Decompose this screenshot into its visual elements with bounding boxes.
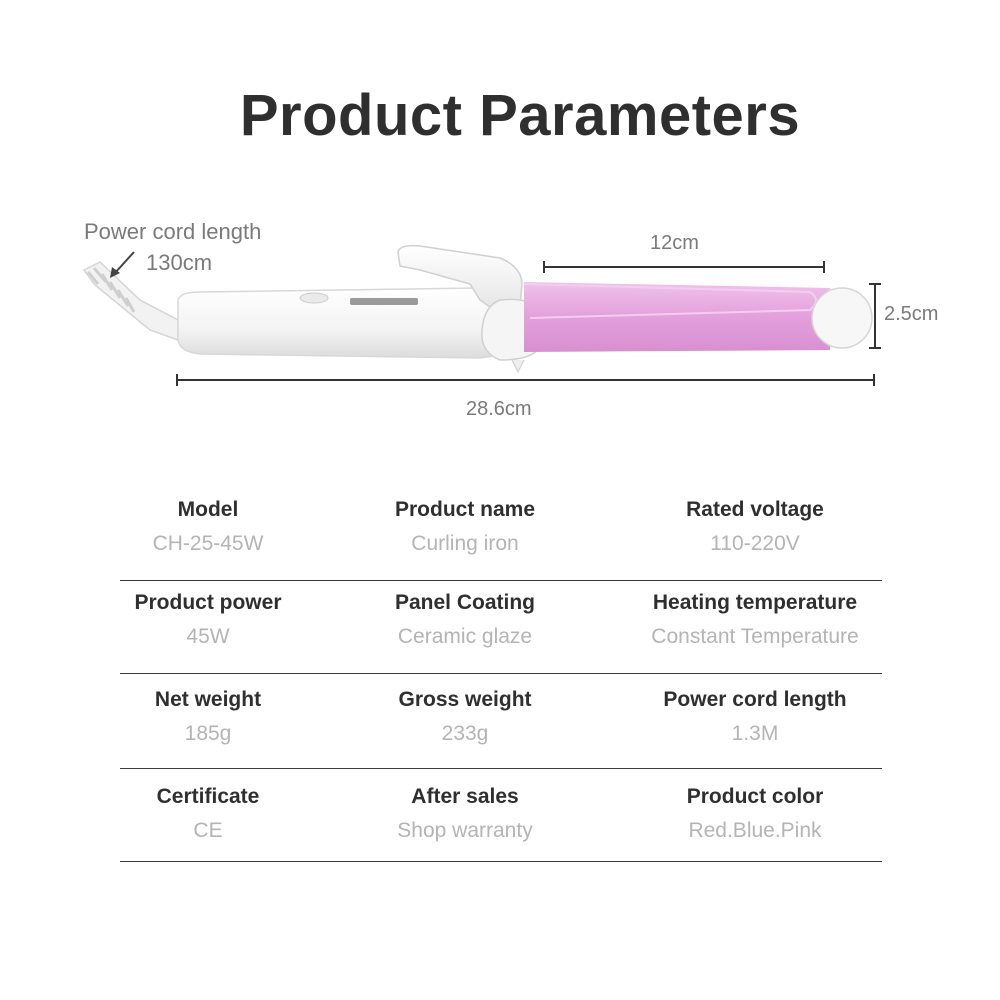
parameter-value: 185g — [184, 722, 232, 745]
parameter-value: CH-25-45W — [152, 532, 264, 555]
parameter-label: Certificate — [156, 785, 260, 808]
parameter-label: After sales — [411, 785, 519, 808]
parameter-label: Product color — [686, 785, 824, 808]
parameter-cell: Panel Coating Ceramic glaze — [350, 591, 580, 649]
curling-iron-illustration — [82, 244, 881, 386]
parameter-cell: Net weight 185g — [120, 688, 296, 746]
parameters-row: Model CH-25-45W Product name Curling iro… — [120, 480, 882, 581]
page-title: Product Parameters — [239, 83, 801, 148]
parameter-label: Net weight — [154, 688, 262, 711]
cord-arrow — [113, 251, 135, 275]
parameter-value: Ceramic glaze — [397, 625, 533, 648]
parameter-label: Heating temperature — [652, 591, 858, 614]
cord-arrowhead — [110, 267, 120, 278]
parameter-label: Power cord length — [663, 688, 847, 711]
parameter-cell: Model CH-25-45W — [120, 498, 296, 556]
handle-body — [177, 287, 521, 359]
switch-button — [299, 292, 329, 304]
parameter-cell: Product power 45W — [120, 591, 296, 649]
parameters-table: Model CH-25-45W Product name Curling iro… — [120, 480, 882, 862]
diameter-label: 2.5cm — [884, 303, 939, 325]
parameter-label: Rated voltage — [686, 498, 824, 521]
parameter-cell: Product name Curling iron — [350, 498, 580, 556]
power-cord — [82, 261, 179, 342]
parameter-value: Constant Temperature — [651, 625, 859, 648]
parameter-cell: Power cord length 1.3M — [620, 688, 890, 746]
parameter-value: Curling iron — [411, 532, 519, 555]
parameter-label: Product power — [134, 591, 282, 614]
cord-length-value: 130cm — [146, 250, 213, 275]
parameter-cell: Certificate CE — [120, 785, 296, 843]
parameter-value: Shop warranty — [397, 819, 533, 842]
parameter-value: CE — [193, 819, 223, 842]
barrel-tip — [811, 287, 873, 349]
parameter-value: 110-220V — [710, 532, 800, 555]
diameter-line — [869, 283, 881, 349]
pink-barrel — [524, 282, 830, 352]
switch-slot — [350, 298, 418, 305]
parameter-label: Product name — [394, 498, 536, 521]
parameter-value: 233g — [441, 722, 489, 745]
parameter-label: Panel Coating — [394, 591, 536, 614]
parameter-value: Red.Blue.Pink — [688, 819, 822, 842]
parameter-cell: Heating temperature Constant Temperature — [620, 591, 890, 649]
parameter-value: 45W — [186, 625, 230, 648]
parameter-value: 1.3M — [731, 722, 779, 745]
parameters-row: Product power 45W Panel Coating Ceramic … — [120, 581, 882, 674]
total-length-line — [176, 374, 875, 386]
cord-length-label: Power cord length — [84, 219, 262, 244]
total-length-label: 28.6cm — [466, 398, 532, 420]
parameter-cell: Product color Red.Blue.Pink — [620, 785, 890, 843]
parameters-row: Net weight 185g Gross weight 233g Power … — [120, 674, 882, 769]
parameter-label: Gross weight — [398, 688, 532, 711]
barrel-length-label: 12cm — [650, 232, 699, 254]
parameter-label: Model — [177, 498, 239, 521]
parameter-cell: After sales Shop warranty — [350, 785, 580, 843]
parameters-row: Certificate CE After sales Shop warranty… — [120, 769, 882, 862]
parameter-cell: Rated voltage 110-220V — [620, 498, 890, 556]
parameter-cell: Gross weight 233g — [350, 688, 580, 746]
barrel-length-line — [543, 261, 825, 273]
